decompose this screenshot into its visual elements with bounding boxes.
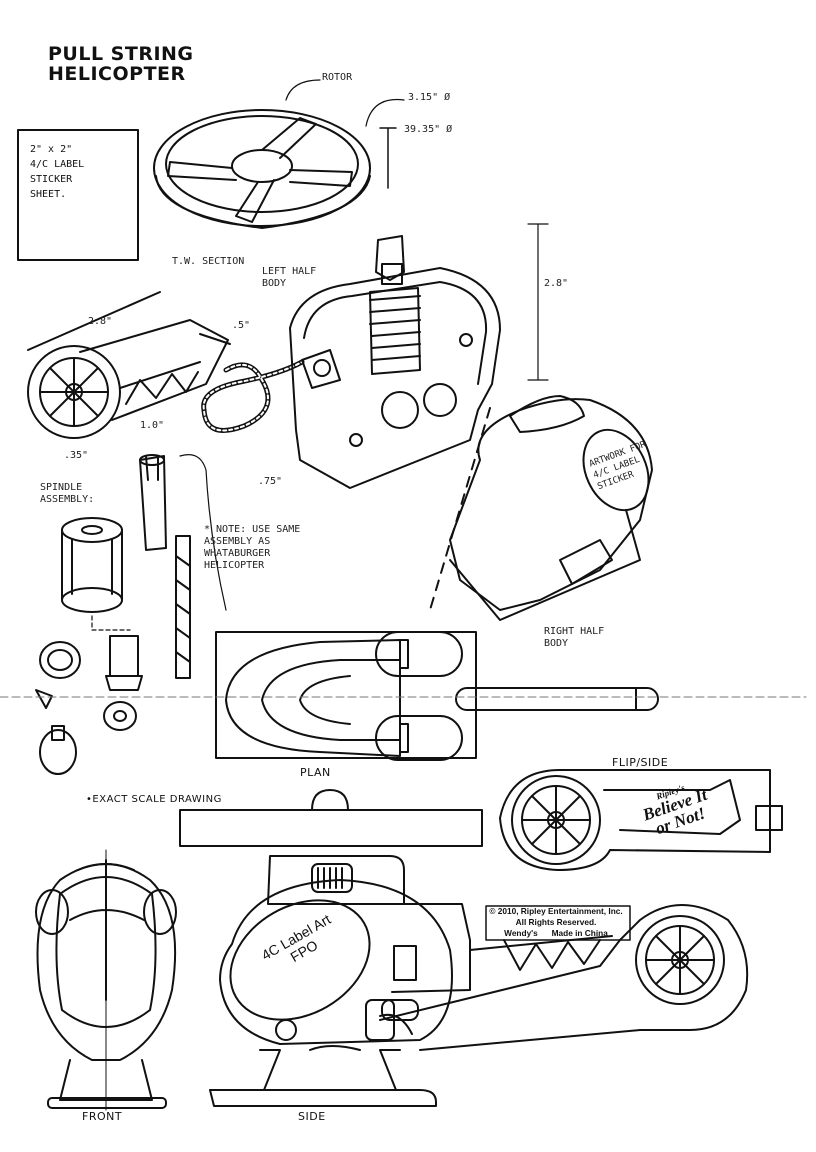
legal-line: Wendy's Made in China [504,928,608,938]
right-half-body-sketch [449,395,653,621]
front-label: FRONT [82,1110,123,1123]
left-half-body-label: LEFT HALF BODY [262,266,316,290]
left-half-body-line: BODY [262,278,287,289]
sticker-line: 2" x 2" [30,144,73,155]
rotor-leader [285,79,321,101]
dim-1-0: 1.0" [140,420,165,431]
rotor-height-label: 39.35" Ø [404,124,453,135]
right-half-body-line: BODY [544,638,569,649]
height-dimension [527,223,549,381]
note-line: HELICOPTER [204,560,265,571]
rotor-height-tick [379,127,397,189]
spindle-line: SPINDLE [40,482,83,493]
note-line: * NOTE: USE SAME [204,524,301,535]
rotor-side-bar [179,789,483,847]
flip-side-label: FLIP/SIDE [612,756,669,769]
plan-view [215,631,659,761]
title-line-2: HELICOPTER [48,63,186,85]
sticker-line: SHEET. [30,189,67,200]
side-view [209,855,749,1107]
exact-scale-label: •EXACT SCALE DRAWING [86,794,222,805]
tw-section-label: T.W. SECTION [172,256,245,267]
sticker-sheet-box [17,129,139,261]
note-leader [179,454,227,611]
left-half-body-sketch [289,235,501,489]
legal-line: © 2010, Ripley Entertainment, Inc. [489,906,623,916]
note-line: ASSEMBLY AS [204,536,271,547]
left-half-body-line: LEFT HALF [262,266,317,277]
front-view [35,849,177,1111]
right-half-body-line: RIGHT HALF [544,626,605,637]
note-line: WHATABURGER [204,548,271,559]
dim-2-8-vertical: 2.8" [544,278,569,289]
sticker-line: STICKER [30,174,73,185]
pull-string [201,359,305,433]
rotor-dim-leader [365,98,405,127]
legal-notice: © 2010, Ripley Entertainment, Inc. All R… [483,906,629,939]
side-label: SIDE [298,1110,326,1123]
legal-box [485,905,631,941]
page-title: PULL STRING HELICOPTER [48,44,194,84]
pull-handle-sketch [27,291,231,439]
rotor-sketch [153,109,371,229]
dim-0-35: .35" [64,450,89,461]
spindle-line: ASSEMBLY: [40,494,95,505]
plan-label: PLAN [300,766,331,779]
dim-0-5: .5" [232,320,251,331]
rotor-label: ROTOR [322,72,353,83]
dim-2-8-top: 2.8" [88,316,113,327]
sticker-sheet-note: 2" x 2" 4/C LABEL STICKER SHEET. [30,142,126,202]
dashed-axis-line [429,407,491,611]
title-line-1: PULL STRING [48,43,194,65]
legal-line: All Rights Reserved. [515,917,597,927]
spindle-dashed-guide [91,615,131,631]
spindle-assembly-label: SPINDLE ASSEMBLY: [40,482,94,506]
assembly-note: * NOTE: USE SAME ASSEMBLY AS WHATABURGER… [204,524,300,572]
right-half-body-label: RIGHT HALF BODY [544,626,604,650]
flip-side-view [499,769,783,871]
rotor-diameter-label: 3.15" Ø [408,92,451,103]
dim-0-75: .75" [258,476,283,487]
sticker-line: 4/C LABEL [30,159,85,170]
spindle-assembly-sketch [35,454,191,775]
